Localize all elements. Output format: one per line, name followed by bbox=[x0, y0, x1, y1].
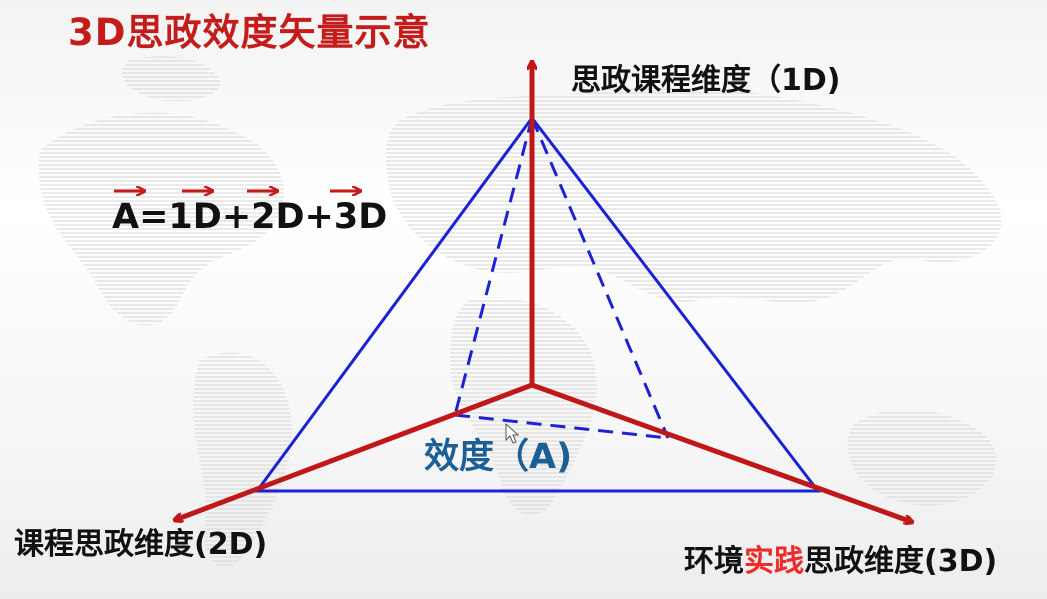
axis-label-2d: 课程思政维度(2D) bbox=[14, 527, 268, 562]
dashed-edge-right bbox=[530, 117, 670, 439]
dashed-edge-left bbox=[453, 117, 534, 416]
page-title: 3D思政效度矢量示意 bbox=[68, 11, 431, 54]
axis-2d-arrow bbox=[175, 382, 533, 520]
axis-label-3d-prefix: 环境 bbox=[684, 544, 744, 579]
dashed-edge-base bbox=[454, 413, 669, 440]
effect-label: 效度（A) bbox=[424, 437, 573, 477]
axis-label-1d: 思政课程维度（1D) bbox=[571, 63, 841, 98]
vector-formula: A=1D+2D+3D bbox=[112, 197, 388, 237]
axis-label-3d-suffix: 思政维度(3D) bbox=[804, 544, 998, 579]
mouse-cursor-icon bbox=[505, 422, 520, 444]
axis-3d-arrow bbox=[531, 382, 912, 522]
axis-label-3d: 环境实践思政维度(3D) bbox=[684, 547, 997, 577]
axis-label-3d-highlight: 实践 bbox=[744, 544, 804, 579]
pyramid-outline bbox=[254, 115, 822, 493]
